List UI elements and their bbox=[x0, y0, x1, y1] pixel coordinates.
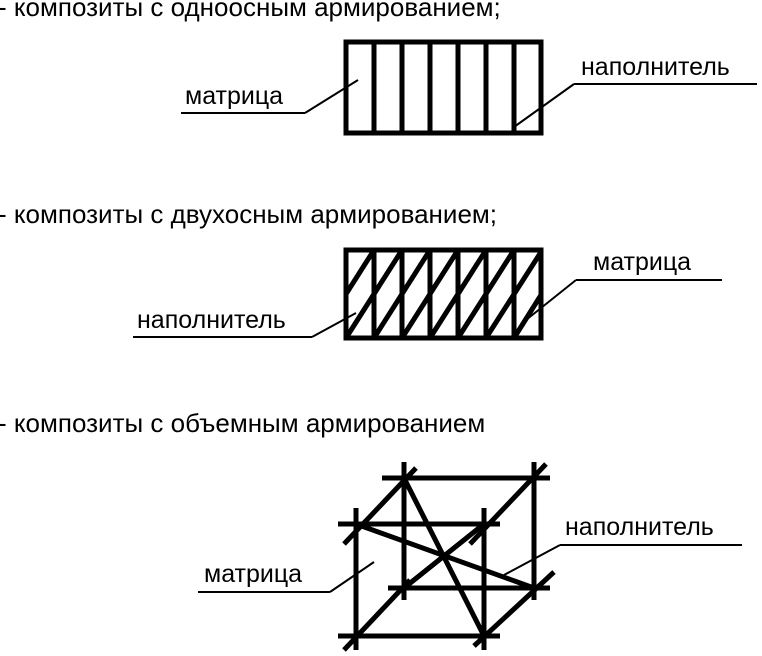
heading-biaxial: - композиты с двухосным армированием; bbox=[0, 199, 497, 229]
uniaxial-composite-figure bbox=[343, 39, 544, 136]
volumetric-label-right: наполнитель bbox=[503, 513, 742, 576]
leader-line bbox=[329, 561, 375, 593]
uniaxial-label-left: матрица bbox=[181, 79, 359, 114]
volumetric-fiber bbox=[468, 462, 548, 546]
uniaxial-label-right: наполнитель bbox=[513, 53, 757, 128]
biaxial-fiber-diagonal bbox=[455, 248, 517, 340]
leader-line bbox=[304, 79, 359, 114]
volumetric-fiber bbox=[342, 578, 412, 652]
biaxial-fiber-diagonal bbox=[399, 248, 461, 340]
label-filler-biaxial: наполнитель bbox=[137, 306, 286, 334]
volumetric-fiber bbox=[472, 570, 556, 648]
leader-line bbox=[311, 312, 357, 338]
label-matrix-uniaxial: матрица bbox=[185, 82, 283, 110]
biaxial-fiber-diagonal bbox=[343, 248, 377, 296]
volumetric-label-left: матрица bbox=[198, 560, 375, 593]
label-matrix-biaxial: матрица bbox=[593, 248, 691, 276]
biaxial-fiber-diagonal bbox=[483, 250, 544, 340]
leader-line bbox=[513, 83, 575, 128]
biaxial-fiber-diagonal bbox=[343, 248, 405, 340]
biaxial-label-left: наполнитель bbox=[133, 306, 357, 338]
biaxial-fiber-diagonal bbox=[427, 248, 489, 340]
label-matrix-volumetric: матрица bbox=[204, 560, 302, 588]
leader-line bbox=[525, 279, 577, 321]
biaxial-fiber-diagonal bbox=[511, 293, 544, 340]
heading-volumetric: - композиты с объемным армированием bbox=[0, 408, 485, 438]
biaxial-fiber-diagonal bbox=[371, 248, 433, 340]
biaxial-label-right: матрица bbox=[525, 248, 722, 321]
volumetric-composite-figure bbox=[338, 462, 556, 652]
leader-line bbox=[503, 544, 561, 576]
biaxial-composite-figure bbox=[343, 247, 544, 341]
label-filler-volumetric: наполнитель bbox=[565, 513, 714, 541]
label-filler-uniaxial: наполнитель bbox=[581, 53, 730, 81]
volumetric-fiber bbox=[402, 522, 486, 590]
heading-uniaxial: - композиты с одноосным армированием; bbox=[0, 0, 501, 22]
